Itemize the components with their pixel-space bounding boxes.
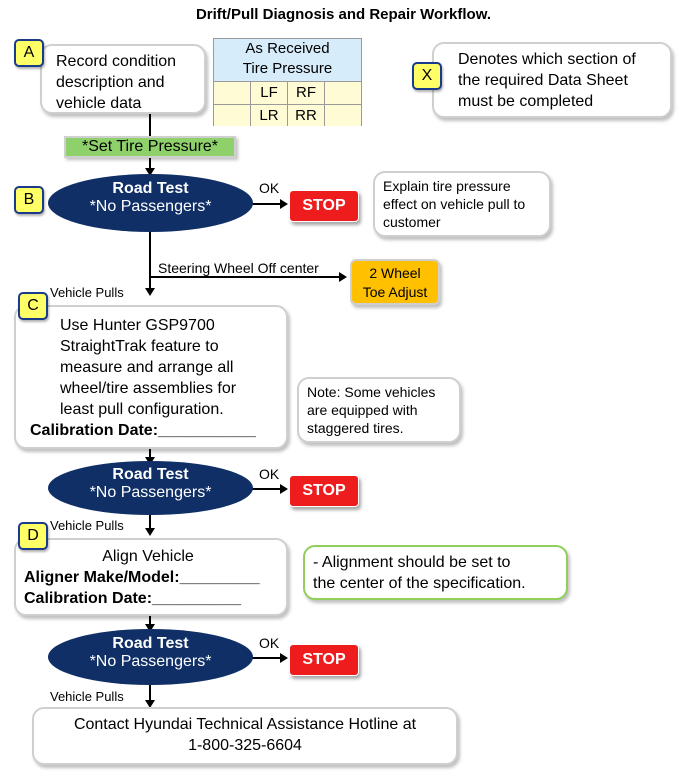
arrow-down-icon	[145, 624, 155, 632]
toe-line: Toe Adjust	[362, 284, 428, 300]
road-test-subtitle: *No Passengers*	[89, 198, 212, 215]
arrow-right-icon	[280, 484, 288, 494]
tire-table-header-line: As Received	[245, 40, 330, 57]
note-line: Note: Some vehicles	[307, 384, 436, 400]
vehicle-pulls-label: Vehicle Pulls	[50, 689, 124, 704]
hunter-line: wheel/tire assemblies for	[60, 380, 237, 397]
set-tire-pressure-box: *Set Tire Pressure*	[64, 136, 236, 158]
stop-box-3: STOP	[289, 644, 359, 676]
arrow-down-icon	[145, 700, 155, 708]
connector-set-to-b	[149, 158, 151, 171]
note-line: are equipped with	[307, 402, 418, 418]
arrow-right-icon	[280, 653, 288, 663]
align-title: Align Vehicle	[102, 548, 194, 565]
vehicle-pulls-label: Vehicle Pulls	[50, 518, 124, 533]
tire-cell-blank	[214, 82, 251, 104]
connector-ok-3	[250, 657, 280, 659]
legend-box: Denotes which section of the required Da…	[432, 42, 672, 118]
legend-line: the required Data Sheet	[458, 72, 628, 89]
explain-box: Explain tire pressure effect on vehicle …	[373, 171, 551, 237]
hunter-line: Use Hunter GSP9700	[60, 317, 215, 334]
connector-c-to-rt2	[149, 448, 151, 460]
road-test-oval-2: Road Test *No Passengers*	[48, 461, 253, 515]
section-badge-x: X	[412, 62, 442, 90]
explain-line: effect on vehicle pull to	[383, 196, 526, 212]
section-badge-a: A	[14, 39, 44, 67]
hunter-line: StraightTrak feature to	[60, 338, 219, 355]
connector-rt3-to-hotline	[149, 683, 151, 703]
toe-adjust-box: 2 Wheel Toe Adjust	[350, 259, 440, 305]
tire-cell-lr: LR	[251, 105, 288, 126]
tire-cell-rr: RR	[288, 105, 325, 126]
tire-cell-rf: RF	[288, 82, 325, 104]
record-line: Record condition	[56, 53, 177, 70]
tire-cell-blank	[325, 82, 361, 104]
road-test-title: Road Test	[112, 466, 189, 483]
tire-table-row: LR RR	[214, 105, 361, 126]
staggered-note-box: Note: Some vehicles are equipped with st…	[297, 377, 461, 443]
legend-line: must be completed	[458, 93, 594, 110]
arrow-down-icon	[145, 288, 155, 296]
aligner-make-field: Aligner Make/Model:_________	[24, 569, 260, 586]
diagram-title: Drift/Pull Diagnosis and Repair Workflow…	[195, 6, 492, 23]
road-test-oval-1: Road Test *No Passengers*	[48, 174, 253, 232]
align-note-line: - Alignment should be set to	[313, 554, 511, 571]
explain-line: Explain tire pressure	[383, 178, 511, 194]
connector-ok-1	[250, 203, 280, 205]
hotline-text: Contact Hyundai Technical Assistance Hot…	[73, 716, 417, 733]
align-vehicle-box: Align Vehicle Aligner Make/Model:_______…	[14, 538, 288, 616]
hunter-line: least pull configuration.	[60, 401, 224, 418]
record-line: description and	[56, 74, 165, 91]
record-condition-box: Record condition description and vehicle…	[40, 44, 206, 114]
explain-line: customer	[383, 214, 441, 230]
ok-label: OK	[259, 180, 280, 196]
calibration-date-field: Calibration Date:___________	[30, 422, 256, 439]
vehicle-pulls-label: Vehicle Pulls	[50, 285, 124, 300]
connector-a-to-set	[149, 112, 151, 136]
steering-off-center-label: Steering Wheel Off center	[158, 260, 319, 276]
arrow-down-icon	[145, 168, 155, 176]
connector-ok-2	[250, 488, 280, 490]
arrow-right-icon	[280, 199, 288, 209]
section-badge-c: C	[18, 292, 48, 320]
tire-table-row: LF RF	[214, 82, 361, 105]
ok-label: OK	[259, 466, 280, 482]
hotline-phone: 1-800-325-6604	[188, 737, 302, 754]
align-calibration-field: Calibration Date:__________	[24, 590, 241, 607]
connector-steering	[150, 276, 340, 278]
hunter-line: measure and arrange all	[60, 359, 234, 376]
alignment-note-box: - Alignment should be set to the center …	[303, 545, 568, 600]
note-line: staggered tires.	[307, 420, 404, 436]
hotline-box: Contact Hyundai Technical Assistance Hot…	[32, 707, 458, 765]
stop-box-2: STOP	[289, 475, 359, 507]
stop-box-1: STOP	[289, 190, 359, 222]
hunter-gsp9700-box: Use Hunter GSP9700 StraightTrak feature …	[14, 305, 288, 449]
section-badge-d: D	[18, 522, 48, 550]
road-test-subtitle: *No Passengers*	[89, 484, 212, 501]
ok-label: OK	[259, 635, 280, 651]
legend-line: Denotes which section of	[458, 51, 636, 68]
connector-b-to-c	[149, 230, 151, 292]
align-note-line: the center of the specification.	[313, 575, 526, 592]
connector-d-to-rt3	[149, 615, 151, 627]
road-test-title: Road Test	[112, 180, 189, 197]
record-line: vehicle data	[56, 95, 142, 112]
tire-cell-lf: LF	[251, 82, 288, 104]
toe-line: 2 Wheel	[369, 265, 421, 281]
tire-table-header: As Received Tire Pressure	[214, 39, 361, 82]
arrow-right-icon	[339, 272, 347, 282]
road-test-subtitle: *No Passengers*	[89, 653, 212, 670]
road-test-title: Road Test	[112, 635, 189, 652]
tire-cell-blank	[325, 105, 361, 126]
tire-cell-blank	[214, 105, 251, 126]
connector-rt2-to-d	[149, 513, 151, 532]
road-test-oval-3: Road Test *No Passengers*	[48, 629, 253, 685]
arrow-down-icon	[145, 528, 155, 536]
section-badge-b: B	[14, 186, 44, 214]
tire-pressure-table: As Received Tire Pressure LF RF LR RR	[213, 38, 362, 126]
tire-table-header-line: Tire Pressure	[242, 60, 333, 77]
